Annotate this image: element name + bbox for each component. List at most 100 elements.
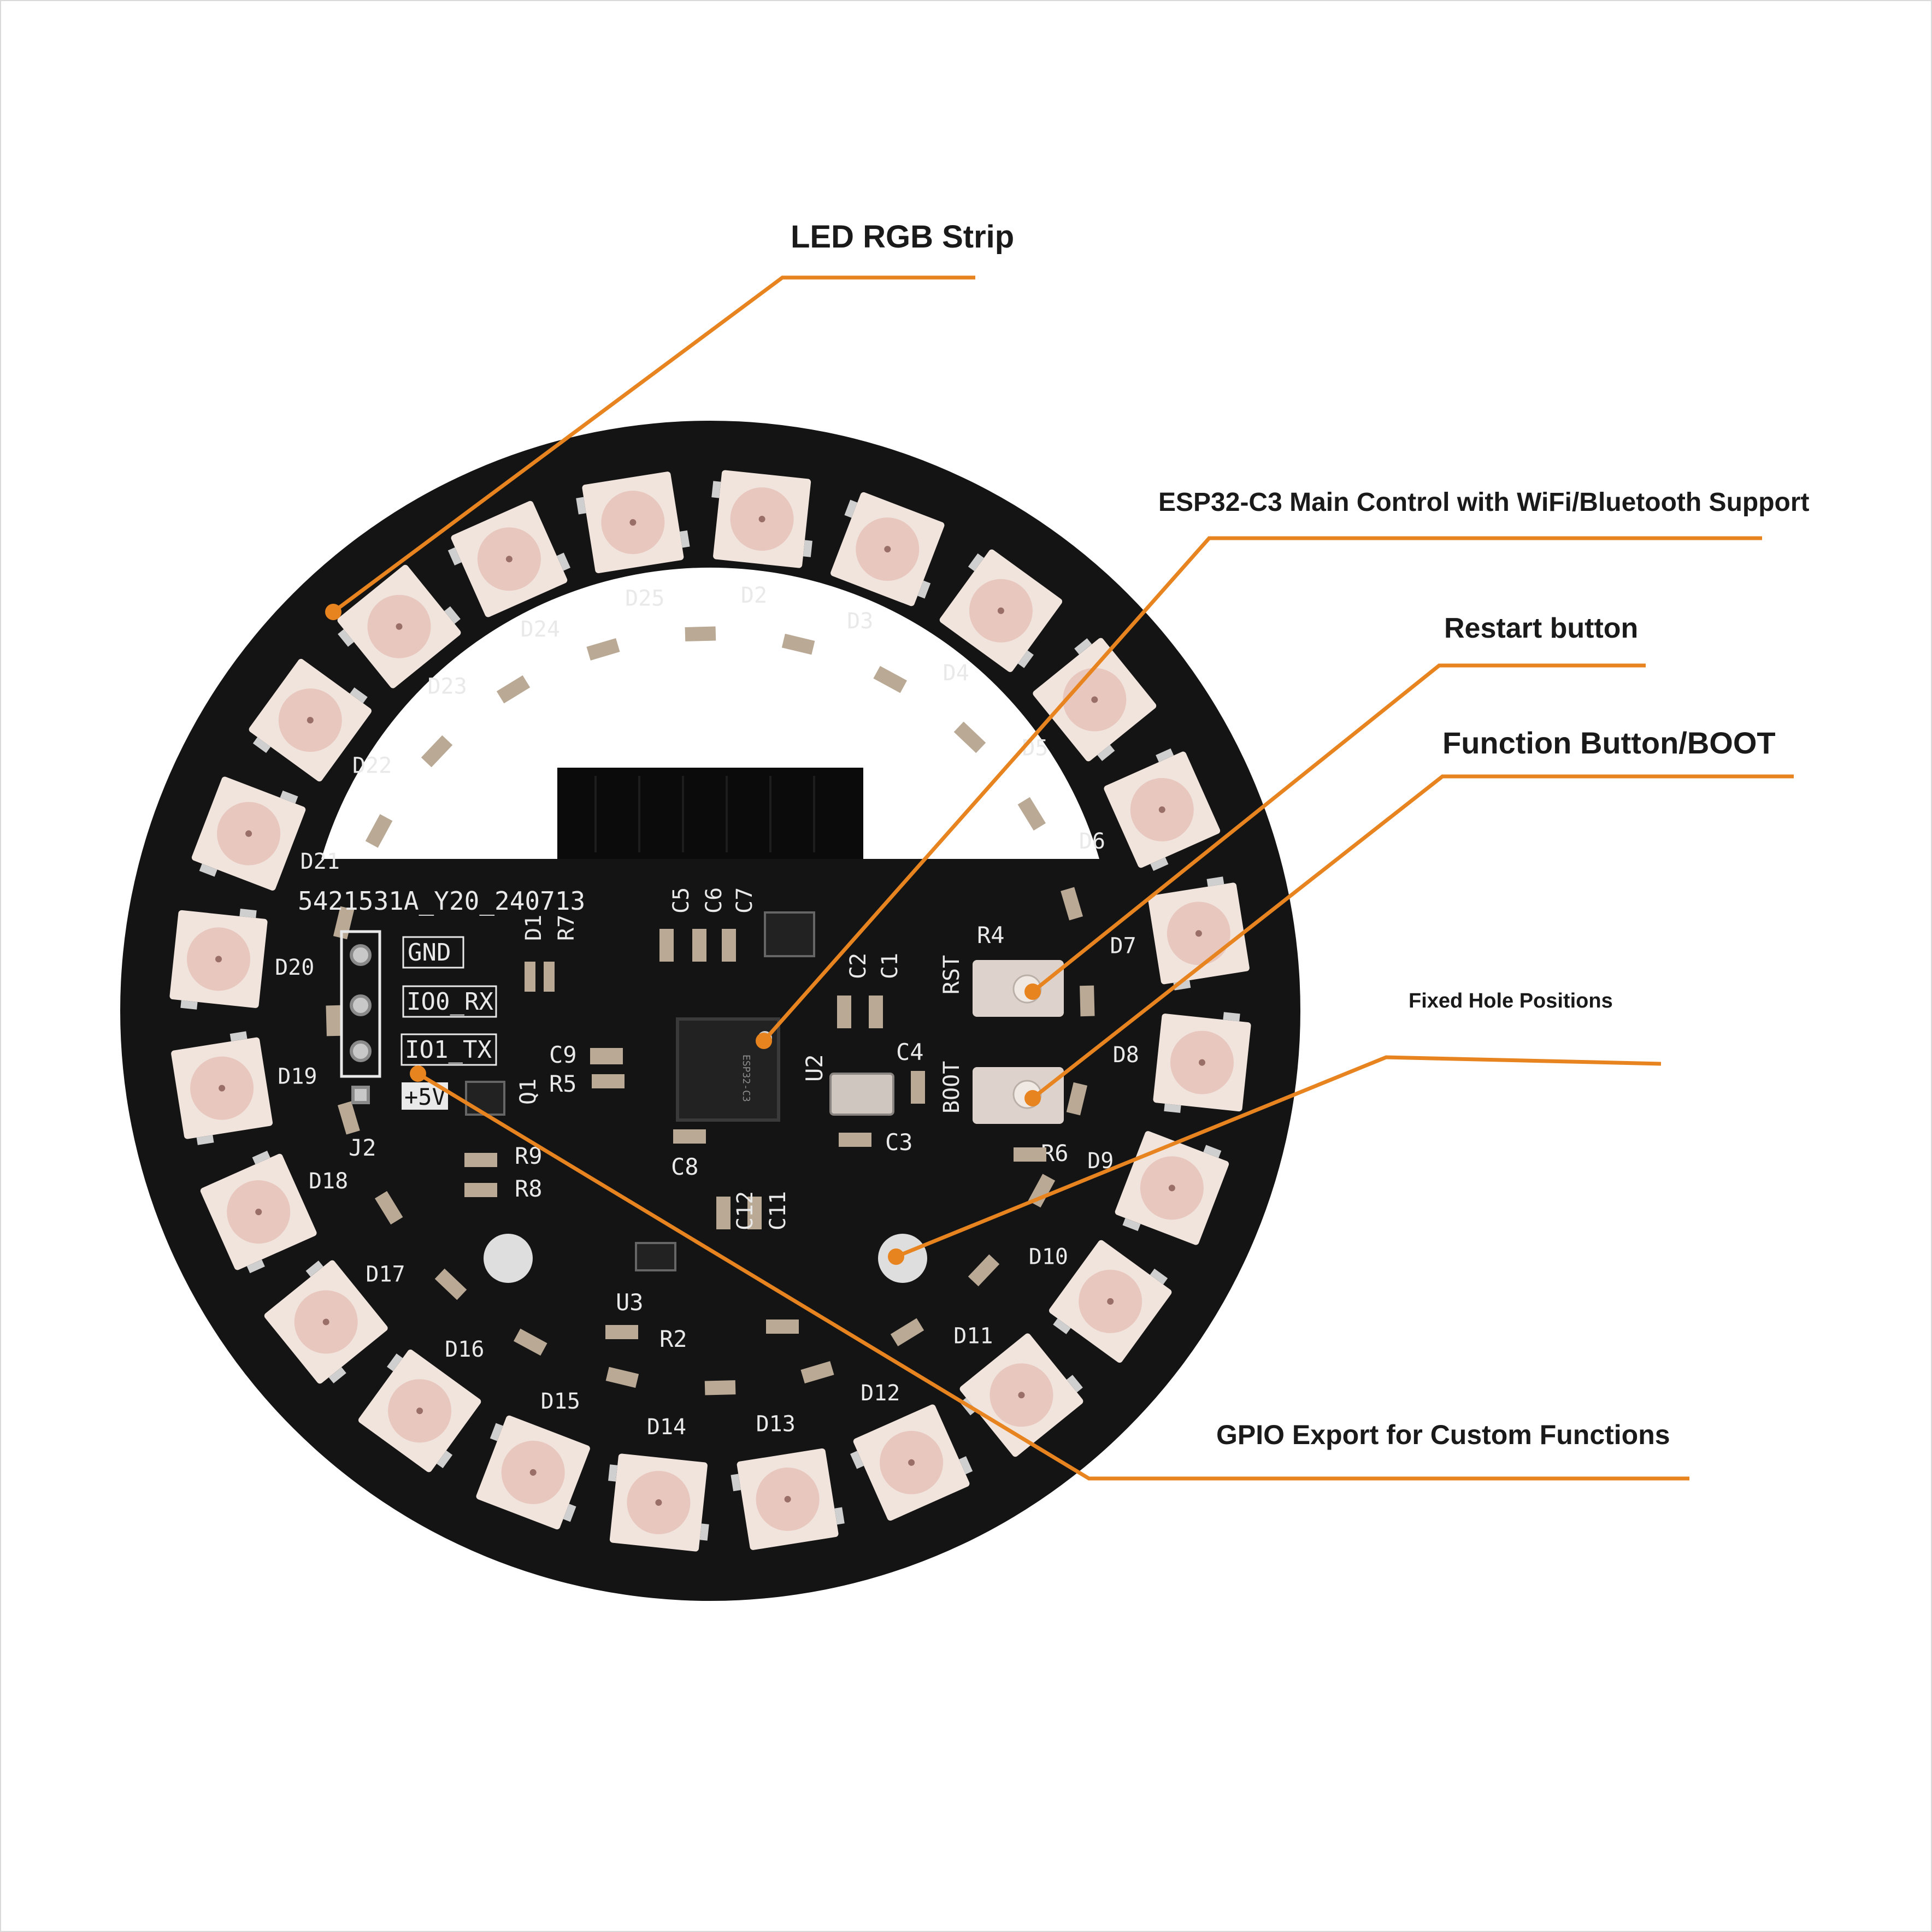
leader-restart <box>1031 663 1646 993</box>
led-decoupling-cap <box>496 675 531 704</box>
rgb-led-icon <box>447 500 571 617</box>
led-decoupling-cap <box>374 1191 403 1225</box>
leader-gpio <box>417 1072 1689 1481</box>
res-ref-r4: R4 <box>977 922 1005 949</box>
cap-ref-c5: C5 <box>669 887 694 914</box>
led-decoupling-cap <box>953 721 986 753</box>
res-ref-r8: R8 <box>515 1175 543 1202</box>
mounting-hole-icon <box>484 1234 533 1283</box>
led-decoupling-cap <box>890 1318 924 1347</box>
led-ref-label: D7 <box>1110 933 1136 958</box>
led-ref-label: D10 <box>1029 1245 1068 1270</box>
led-ref-label: D17 <box>366 1262 405 1287</box>
callout-holes: Fixed Hole Positions <box>1409 989 1613 1012</box>
rgb-led-icon <box>850 1404 973 1521</box>
gpio-header: J2 <box>340 930 381 1161</box>
led-ref-label: D12 <box>861 1381 900 1406</box>
boot-label: BOOT <box>939 1061 964 1114</box>
leader-holes <box>895 1055 1662 1259</box>
led-ref-label: D4 <box>943 661 969 686</box>
pin-label-gnd: GND <box>408 939 451 967</box>
rgb-led-icon <box>939 549 1063 672</box>
rgb-led-icon <box>1147 876 1250 991</box>
led-ref-label: D19 <box>278 1064 317 1089</box>
led-decoupling-cap <box>704 1380 736 1395</box>
crystal <box>829 1073 894 1116</box>
led-ref-label: D18 <box>309 1169 348 1194</box>
led-ref-label: D6 <box>1079 829 1105 854</box>
led-decoupling-cap <box>434 1268 467 1300</box>
cap-ref-c1: C1 <box>877 953 903 979</box>
rgb-led-icon <box>191 776 306 891</box>
cap-ref-c6: C6 <box>702 887 727 914</box>
header-ref: J2 <box>349 1134 376 1161</box>
pin-label-io1: IO1_TX <box>405 1036 492 1064</box>
led-decoupling-cap <box>326 1005 341 1036</box>
res-ref-r5: R5 <box>549 1070 577 1097</box>
led-decoupling-cap <box>513 1328 547 1356</box>
board-id: 5421531A_Y20_240713 <box>298 886 585 916</box>
ic-ref-u3: U3 <box>616 1289 644 1316</box>
led-ref-label: D2 <box>741 583 767 608</box>
led-decoupling-cap <box>1080 985 1095 1017</box>
rgb-led-icon <box>1049 1240 1172 1363</box>
led-ref-label: D13 <box>756 1412 796 1437</box>
rgb-led-icon <box>171 1031 273 1145</box>
cap-ref-c12: C12 <box>733 1191 758 1230</box>
rgb-led-icon <box>711 470 812 568</box>
leader-function <box>1031 774 1794 1100</box>
led-ref-label: D24 <box>521 617 560 642</box>
rgb-led-icon <box>200 1150 317 1274</box>
ic-ref-q1: Q1 <box>516 1079 541 1105</box>
rst-label: RST <box>939 955 964 994</box>
callout-esp32: ESP32-C3 Main Control with WiFi/Bluetoot… <box>1158 488 1810 517</box>
led-decoupling-cap <box>685 626 716 641</box>
led-ref-label: D11 <box>953 1324 993 1349</box>
led-decoupling-cap <box>968 1254 1000 1287</box>
rgb-led-icon <box>731 1448 845 1550</box>
callout-led-strip: LED RGB Strip <box>791 219 1015 255</box>
pcb-board <box>120 421 1300 1601</box>
led-decoupling-cap <box>1061 887 1083 921</box>
led-decoupling-cap <box>781 633 815 655</box>
rgb-led-icon <box>1104 748 1221 871</box>
led-decoupling-cap <box>800 1361 834 1384</box>
rgb-led-icon <box>1115 1131 1229 1245</box>
cap-ref-c4: C4 <box>896 1039 924 1065</box>
led-decoupling-cap <box>873 665 908 693</box>
led-ref-label: D15 <box>541 1389 580 1414</box>
rgb-led-icon <box>358 1350 481 1472</box>
cap-ref-c8: C8 <box>671 1153 699 1180</box>
leader-esp32 <box>762 536 1762 1042</box>
cap-ref-c2: C2 <box>846 953 871 979</box>
res-ref-r2: R2 <box>659 1326 687 1352</box>
led-ring: D2D3D4D5D6D7D8D9D10D11D12D13D14D15D16D17… <box>169 470 1251 1552</box>
component-labels: C5 C6 C7 C2 C1 C9 C4 C3 C8 C12 C11 R5 R7… <box>515 887 924 1352</box>
led-ref-label: D20 <box>275 955 314 980</box>
leader-led-strip <box>332 275 975 614</box>
led-ref-label: D14 <box>647 1415 686 1440</box>
led-ref-label: D25 <box>625 586 664 611</box>
rgb-led-icon <box>830 492 945 606</box>
svg-text:ESP32-C3: ESP32-C3 <box>740 1055 752 1102</box>
leader-lines <box>332 275 1794 1481</box>
led-decoupling-cap <box>1017 797 1046 831</box>
rgb-led-icon <box>249 658 372 782</box>
rgb-led-icon <box>608 1453 709 1552</box>
led-decoupling-cap <box>421 735 453 768</box>
header-pin-labels: GND IO0_RX IO1_TX +5V <box>400 936 497 1110</box>
led-decoupling-cap <box>605 1366 639 1388</box>
led-ref-label: D8 <box>1113 1042 1139 1068</box>
rgb-led-icon <box>476 1415 590 1530</box>
passives <box>464 911 1046 1339</box>
boot-button[interactable]: BOOT R6 <box>939 1061 1069 1167</box>
led-ref-d1: D1 <box>521 915 546 941</box>
led-decoupling-cap <box>337 1101 360 1135</box>
led-ref-label: D22 <box>352 753 392 778</box>
led-decoupling-cap <box>1066 1082 1088 1116</box>
rst-button[interactable]: RST R4 <box>939 922 1064 1017</box>
cap-ref-c11: C11 <box>765 1191 791 1230</box>
callout-gpio: GPIO Export for Custom Functions <box>1216 1419 1670 1450</box>
